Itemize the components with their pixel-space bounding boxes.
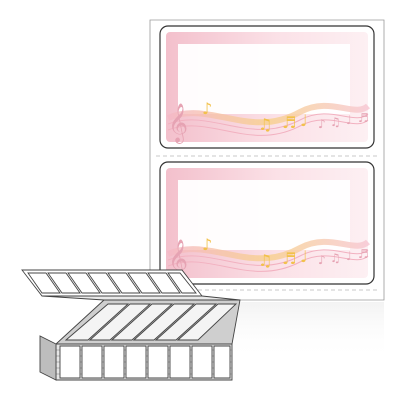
svg-text:♪: ♪ xyxy=(318,253,326,267)
svg-text:♩: ♩ xyxy=(300,247,308,266)
svg-text:♬: ♬ xyxy=(358,111,369,125)
fanfold-stack xyxy=(39,299,241,381)
svg-text:♫: ♫ xyxy=(330,251,341,265)
svg-text:♪: ♪ xyxy=(202,99,212,118)
svg-text:♫: ♫ xyxy=(258,251,272,270)
svg-text:♫: ♫ xyxy=(330,115,341,129)
svg-text:♪: ♪ xyxy=(318,117,326,131)
svg-text:♪: ♪ xyxy=(202,235,212,254)
treble-clef-icon: 𝄞 xyxy=(168,103,188,144)
fanfold-upper-strip xyxy=(21,269,241,301)
label-bottom: 𝄞 ♪ ♫ ♬ ♩ ♪ ♫ ♩ ♬ xyxy=(159,161,375,285)
label-top: 𝄞 ♪ ♫ ♬ ♩ ♪ ♫ ♩ ♬ xyxy=(159,25,375,149)
svg-text:♫: ♫ xyxy=(258,115,272,134)
svg-text:♬: ♬ xyxy=(282,113,296,132)
svg-text:♬: ♬ xyxy=(358,247,369,261)
svg-text:♬: ♬ xyxy=(282,249,296,268)
svg-text:♩: ♩ xyxy=(346,113,352,127)
music-notes-icon: ♪ ♫ ♬ ♩ xyxy=(202,99,308,134)
svg-text:♩: ♩ xyxy=(346,249,352,263)
music-notes-icon: ♪ ♫ ♬ ♩ xyxy=(202,235,308,270)
music-notes-icon-2: ♪ ♫ ♩ ♬ xyxy=(318,111,369,131)
svg-text:♩: ♩ xyxy=(300,111,308,130)
music-notes-icon-2: ♪ ♫ ♩ ♬ xyxy=(318,247,369,267)
